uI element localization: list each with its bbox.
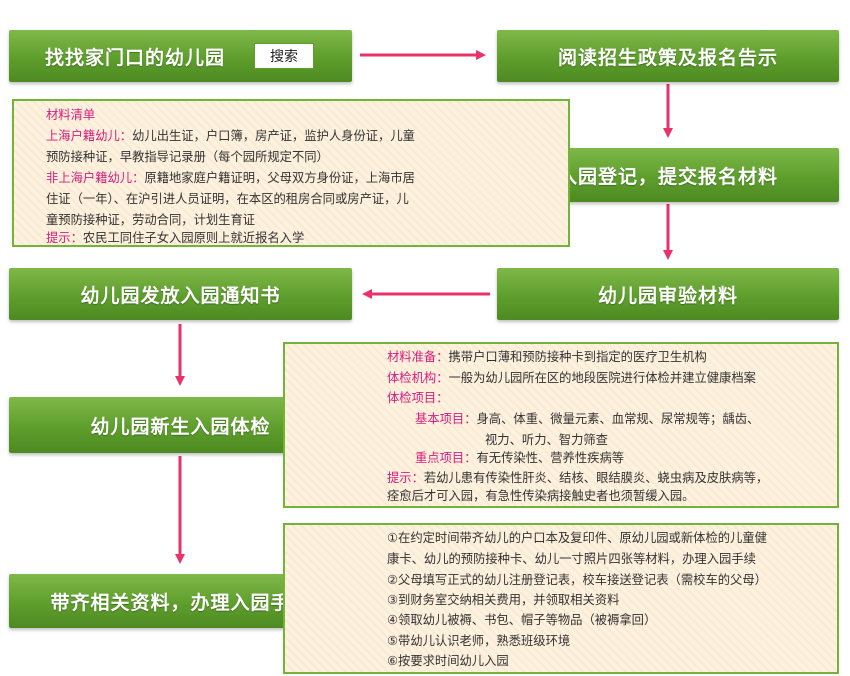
step-read-label: 阅读招生政策及报名告示: [557, 46, 778, 69]
materials-nonlocal-line3: 童预防接种证，劳动合同，计划生育证: [46, 213, 256, 227]
checkup-basic-line1: 基本项目：身高、体重、微量元素、血常规、尿常规等；龋齿、: [415, 412, 760, 426]
checkup-tip-line2: 痊愈后才可入园，有急性传染病接触史者也须暂缓入园。: [387, 489, 695, 503]
procedure-line3: ②父母填写正式的幼儿注册登记表，校车接送登记表（需校车的父母）: [387, 573, 767, 587]
checkup-prep: 材料准备：携带户口薄和预防接种卡到指定的医疗卫生机构: [387, 350, 707, 364]
step-review-label: 幼儿园审验材料: [597, 284, 738, 307]
procedure-line2: 康卡、幼儿的预防接种卡、幼儿一寸照片四张等材料，办理入园手续: [387, 552, 756, 566]
step-review: 幼儿园审验材料: [497, 268, 839, 320]
step-find-label: 找找家门口的幼儿园: [45, 46, 226, 69]
checkup-items-label: 体检项目：: [387, 391, 449, 405]
materials-list-panel: 材料清单 上海户籍幼儿：幼儿出生证，户口簿，房产证，监护人身份证，儿童 预防接种…: [12, 99, 570, 247]
step-notice-label: 幼儿园发放入园通知书: [80, 284, 281, 307]
checkup-info-panel: 材料准备：携带户口薄和预防接种卡到指定的医疗卫生机构 体检机构：一般为幼儿园所在…: [283, 342, 839, 508]
materials-nonlocal-line1: 非上海户籍幼儿：原籍地家庭户籍证明，父母双方身份证，上海市居: [46, 171, 415, 185]
step-checkup-label: 幼儿园新生入园体检: [90, 415, 271, 438]
step-notice: 幼儿园发放入园通知书: [9, 268, 352, 320]
step-register-label: 入园登记，提交报名材料: [557, 165, 778, 188]
checkup-org: 体检机构：一般为幼儿园所在区的地段医院进行体检并建立健康档案: [387, 371, 756, 385]
procedure-info-panel: ①在约定时间带齐幼儿的户口本及复印件、原幼儿园或新体检的儿童健 康卡、幼儿的预防…: [283, 523, 839, 674]
search-button[interactable]: 搜索: [254, 43, 314, 69]
procedure-line4: ③到财务室交纳相关费用，并领取相关资料: [387, 593, 620, 607]
checkup-tip-line1: 提示：若幼儿患有传染性肝炎、结核、眼结膜炎、蛲虫病及皮肤病等，: [387, 471, 769, 485]
materials-tip: 提示：农民工同住子女入园原则上就近报名入学: [46, 231, 305, 245]
procedure-line1: ①在约定时间带齐幼儿的户口本及复印件、原幼儿园或新体检的儿童健: [387, 531, 767, 545]
checkup-key: 重点项目：有无传染性、营养性疾病等: [415, 451, 625, 465]
procedure-line7: ⑥按要求时间幼儿入园: [387, 654, 509, 668]
step-read-policy: 阅读招生政策及报名告示: [497, 30, 839, 82]
materials-local-line1: 上海户籍幼儿：幼儿出生证，户口簿，房产证，监护人身份证，儿童: [46, 129, 415, 143]
procedure-line5: ④领取幼儿被褥、书包、帽子等物品（被褥拿回）: [387, 613, 657, 627]
procedure-line6: ⑤带幼儿认识老师，熟悉班级环境: [387, 634, 571, 648]
checkup-basic-line2: 视力、听力、智力筛查: [485, 433, 608, 447]
materials-local-line2: 预防接种证，早教指导记录册（每个园所规定不同）: [46, 150, 329, 164]
step-procedure-label: 带齐相关资料，办理入园手续: [50, 591, 311, 614]
materials-title: 材料清单: [46, 108, 96, 122]
materials-nonlocal-line2: 住证（一年）、在沪引进人员证明，在本区的租房合同或房产证，儿: [46, 192, 409, 206]
